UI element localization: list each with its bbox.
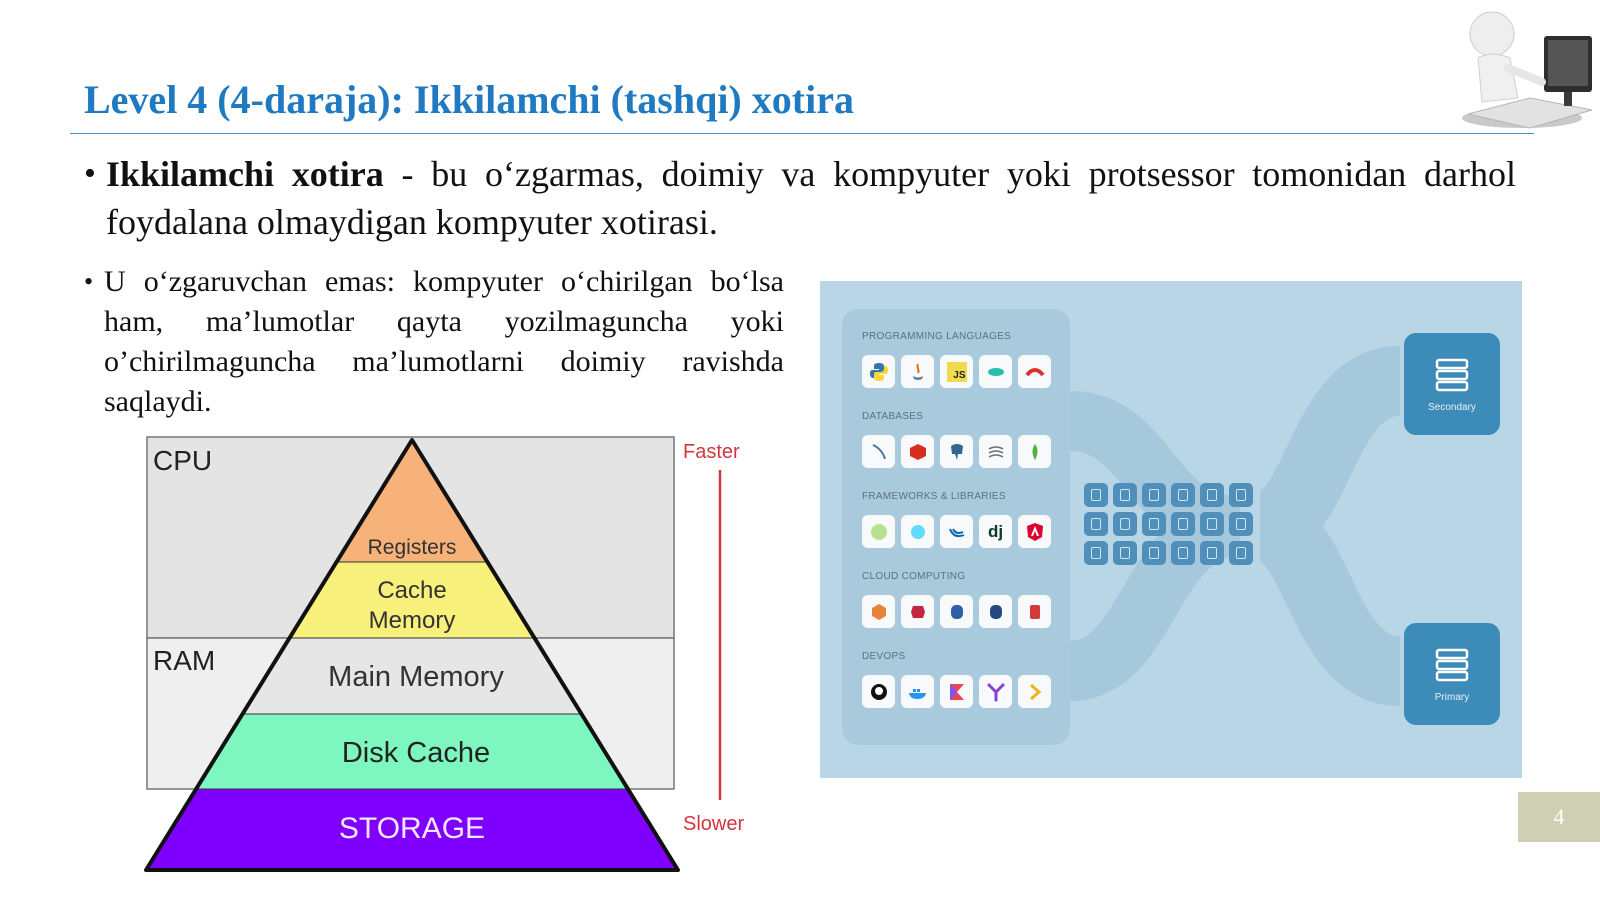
django-icon: dj [979,515,1012,548]
faster-label: Faster [683,441,740,463]
cache-label-line2: Memory [369,607,456,634]
github-icon [862,675,895,708]
airflow-icon [979,675,1012,708]
aws-dynamodb-icon [979,595,1012,628]
data-block-icon [1229,512,1253,536]
primary-label: Primary [1434,691,1470,703]
category-label: DEVOPS [862,651,906,662]
data-block-icon [1113,483,1137,507]
bullet-definition-body: - bu o‘zgarmas, doimiy va kompyuter yoki… [106,154,1517,242]
data-block-icon [1229,483,1253,507]
data-block-icon [1142,512,1166,536]
jquery-icon [940,515,973,548]
icon-row-frameworks: dj [862,515,1051,548]
scala-icon [1018,355,1051,388]
data-block-icon [1171,512,1195,536]
data-block-icon [1200,512,1224,536]
redis-icon [901,435,934,468]
disk-cache-label: Disk Cache [342,737,490,769]
react-icon [901,515,934,548]
cache-memory-level [286,562,538,638]
docker-icon [901,675,934,708]
data-block-icon [1142,541,1166,565]
category-label: FRAMEWORKS & LIBRARIES [862,491,1006,502]
category-label: PROGRAMMING LANGUAGES [862,331,1012,342]
data-block-icon [1171,541,1195,565]
icon-row-cloud [862,595,1051,628]
slide-number: 4 [1518,792,1600,842]
main-memory-level [241,638,583,714]
data-block-grid [1084,483,1253,565]
data-block-icon [1142,483,1166,507]
title-underline [70,133,1534,134]
jenkins-icon [1018,675,1051,708]
icon-row-languages: JS [862,355,1051,388]
spring-icon [862,515,895,548]
aws-s3-icon [1018,595,1051,628]
ram-zone-label: RAM [153,645,215,676]
memory-hierarchy-pyramid: CPU RAM Registers Cache Memory Main Memo… [144,436,744,872]
registers-level [338,440,486,562]
javascript-icon-text: JS [946,361,967,382]
secondary-storage-box: Secondary [1404,333,1500,435]
primary-storage-box: Primary [1404,623,1500,725]
mongodb-icon [1018,435,1051,468]
bullet-nonvolatile-text: U o‘zgaruvchan emas: kompyuter o‘chirilg… [104,265,784,418]
storage-label: STORAGE [339,812,485,845]
java-icon [901,355,934,388]
category-label: CLOUD COMPUTING [862,571,966,582]
slower-label: Slower [683,813,744,835]
tech-categories-card: PROGRAMMING LANGUAGES JS DATABASES FRAME… [842,309,1070,745]
data-block-icon [1084,512,1108,536]
presenter-figure-icon [1462,11,1593,129]
cpu-zone-label: CPU [153,445,212,476]
mysql-icon [862,435,895,468]
aws-rds-icon [940,595,973,628]
disk-cache-level [196,714,628,789]
category-label: DATABASES [862,411,924,422]
storage-level [146,789,678,870]
bullet-dot: • [84,267,94,296]
icon-row-databases [862,435,1051,468]
data-block-icon [1113,541,1137,565]
data-block-icon [1113,512,1137,536]
data-block-icon [1200,483,1224,507]
angular-icon [1018,515,1051,548]
data-block-icon [1200,541,1224,565]
data-block-icon [1084,541,1108,565]
icon-row-devops [862,675,1051,708]
django-icon-text: dj [987,521,1004,541]
sql-server-icon [979,435,1012,468]
bullet-nonvolatile: • U o‘zgaruvchan emas: kompyuter o‘chiri… [84,262,784,422]
bullet-definition: • Ikkilamchi xotira - bu o‘zgarmas, doim… [84,150,1516,246]
server-icon [1435,358,1469,391]
bullet-definition-text: Ikkilamchi xotira - bu o‘zgarmas, doimiy… [106,150,1516,246]
aws-lambda-icon [901,595,934,628]
data-block-icon [1084,483,1108,507]
bullet-dot: • [84,155,96,192]
cache-label-line1: Cache [377,577,446,604]
aws-icon [862,595,895,628]
kotlin-icon [940,675,973,708]
registers-label: Registers [368,536,457,559]
python-icon [862,355,895,388]
secondary-label: Secondary [1428,401,1476,413]
data-block-icon [1229,541,1253,565]
bullet-term: Ikkilamchi xotira [106,154,384,194]
pyramid-outline [144,438,680,872]
server-icon [1435,648,1469,681]
go-icon [979,355,1012,388]
data-block-icon [1171,483,1195,507]
storage-illustration: PROGRAMMING LANGUAGES JS DATABASES FRAME… [820,281,1522,778]
postgresql-icon [940,435,973,468]
slide-title: Level 4 (4-daraja): Ikkilamchi (tashqi) … [84,77,854,122]
main-memory-label: Main Memory [328,661,504,693]
javascript-icon: JS [940,355,973,388]
